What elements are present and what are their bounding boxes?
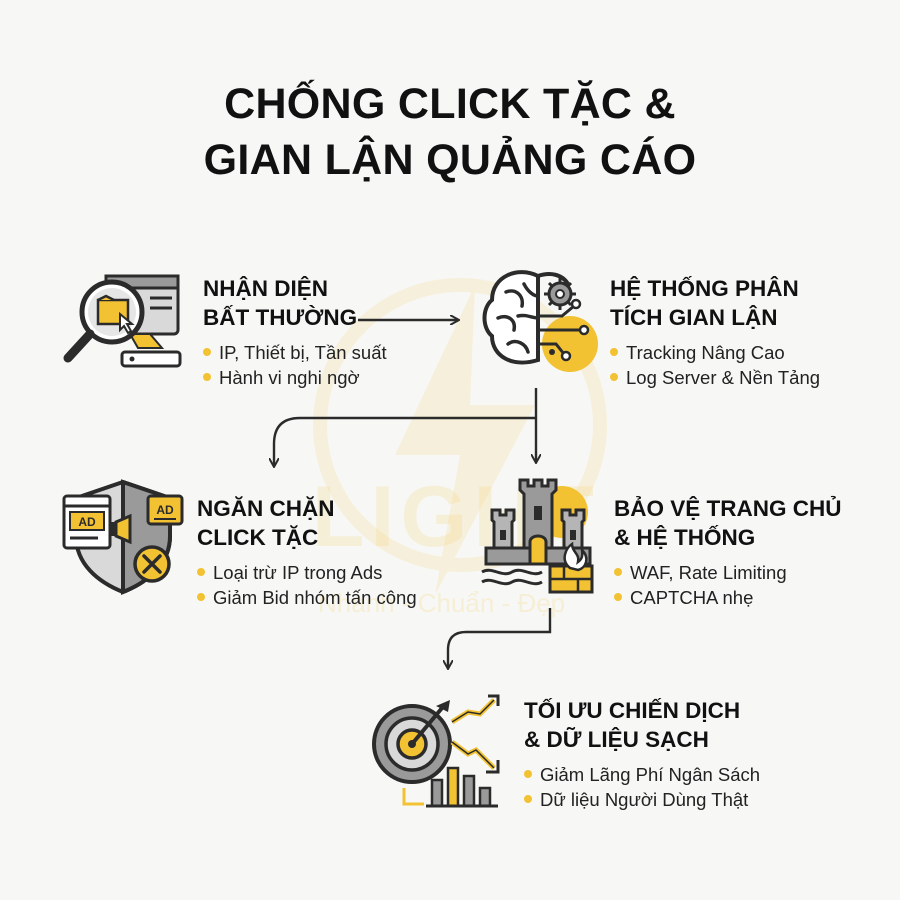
step-protect-heading-line-2: & HỆ THỐNG: [614, 525, 756, 550]
step-optimize: TỐI ƯU CHIẾN DỊCH & DỮ LIỆU SẠCH Giảm Lã…: [524, 696, 760, 812]
step-block-heading-line-2: CLICK TẶC: [197, 525, 319, 550]
step-analyze-heading: HỆ THỐNG PHÂN TÍCH GIAN LẬN: [610, 274, 820, 332]
step-block-heading-line-1: NGĂN CHẶN: [197, 496, 335, 521]
svg-text:AD: AD: [78, 515, 96, 529]
step-detect-heading: NHẬN DIỆN BẤT THƯỜNG: [203, 274, 387, 332]
list-item: Dữ liệu Người Dùng Thật: [524, 787, 760, 812]
title-line-1: CHỐNG CLICK TẶC &: [224, 80, 676, 128]
step-protect: BẢO VỆ TRANG CHỦ & HỆ THỐNG WAF, Rate Li…: [614, 494, 842, 610]
list-item: Giảm Bid nhóm tấn công: [197, 585, 417, 610]
list-item: Tracking Nâng Cao: [610, 340, 820, 365]
step-protect-bullets: WAF, Rate Limiting CAPTCHA nhẹ: [614, 560, 842, 610]
list-item: Log Server & Nền Tảng: [610, 365, 820, 390]
arrow-analyze-to-block: [274, 416, 536, 466]
magnifier-window-icon: [63, 274, 182, 368]
step-optimize-heading-line-1: TỐI ƯU CHIẾN DỊCH: [524, 698, 741, 723]
brain-circuit-icon: [482, 270, 598, 372]
step-analyze-heading-line-2: TÍCH GIAN LẬN: [610, 305, 778, 330]
list-item: CAPTCHA nhẹ: [614, 585, 842, 610]
step-optimize-bullets: Giảm Lãng Phí Ngân Sách Dữ liệu Người Dù…: [524, 762, 760, 812]
step-protect-heading-line-1: BẢO VỆ TRANG CHỦ: [614, 496, 842, 521]
arrow-protect-to-optimize: [448, 608, 552, 668]
list-item: Loại trừ IP trong Ads: [197, 560, 417, 585]
step-block: NGĂN CHẶN CLICK TẶC Loại trừ IP trong Ad…: [197, 494, 417, 610]
target-chart-icon: [372, 694, 500, 808]
list-item: IP, Thiết bị, Tần suất: [203, 340, 387, 365]
step-detect: NHẬN DIỆN BẤT THƯỜNG IP, Thiết bị, Tần s…: [203, 274, 387, 390]
step-block-heading: NGĂN CHẶN CLICK TẶC: [197, 494, 417, 552]
title-line-2: GIAN LẬN QUẢNG CÁO: [203, 136, 697, 184]
step-detect-heading-line-1: NHẬN DIỆN: [203, 276, 329, 301]
page-title: CHỐNG CLICK TẶC & GIAN LẬN QUẢNG CÁO: [0, 76, 900, 188]
step-analyze-heading-line-1: HỆ THỐNG PHÂN: [610, 276, 799, 301]
list-item: WAF, Rate Limiting: [614, 560, 842, 585]
watermark-subtitle: Nhanh - Chuẩn - Đẹp: [318, 588, 566, 618]
step-optimize-heading: TỐI ƯU CHIẾN DỊCH & DỮ LIỆU SẠCH: [524, 696, 760, 754]
step-optimize-heading-line-2: & DỮ LIỆU SẠCH: [524, 727, 709, 752]
castle-firewall-icon: [481, 478, 594, 594]
shield-ad-icon: AD AD: [62, 479, 184, 595]
step-block-bullets: Loại trừ IP trong Ads Giảm Bid nhóm tấn …: [197, 560, 417, 610]
svg-text:AD: AD: [156, 503, 174, 517]
step-detect-heading-line-2: BẤT THƯỜNG: [203, 305, 358, 330]
list-item: Giảm Lãng Phí Ngân Sách: [524, 762, 760, 787]
step-detect-bullets: IP, Thiết bị, Tần suất Hành vi nghi ngờ: [203, 340, 387, 390]
step-protect-heading: BẢO VỆ TRANG CHỦ & HỆ THỐNG: [614, 494, 842, 552]
step-analyze: HỆ THỐNG PHÂN TÍCH GIAN LẬN Tracking Nân…: [610, 274, 820, 390]
step-analyze-bullets: Tracking Nâng Cao Log Server & Nền Tảng: [610, 340, 820, 390]
list-item: Hành vi nghi ngờ: [203, 365, 387, 390]
